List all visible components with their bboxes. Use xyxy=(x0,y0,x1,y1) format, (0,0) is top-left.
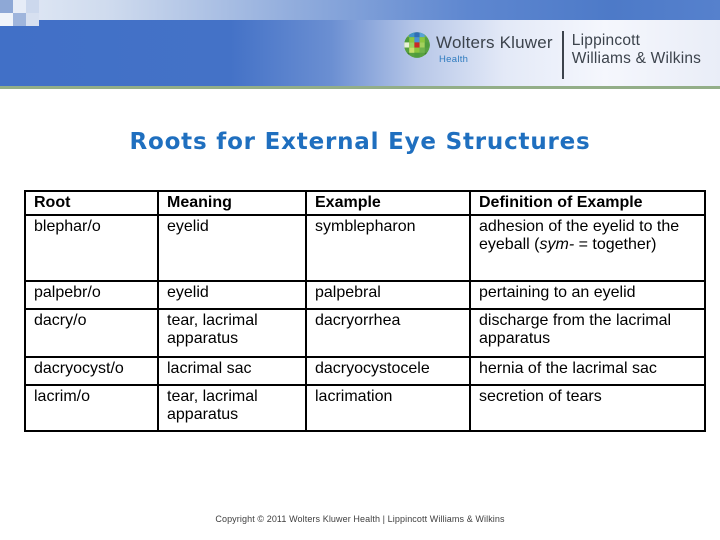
roots-table: Root Meaning Example Definition of Examp… xyxy=(24,190,706,432)
cell-example: dacryocystocele xyxy=(305,356,471,386)
table-row: dacry/o tear, lacrimal apparatus dacryor… xyxy=(24,308,706,358)
cell-example: palpebral xyxy=(305,280,471,310)
table-header-row: Root Meaning Example Definition of Examp… xyxy=(24,190,706,216)
imprint-line1: Lippincott xyxy=(571,32,641,49)
header-example: Example xyxy=(305,190,471,216)
header-root: Root xyxy=(24,190,159,216)
header-top-strip xyxy=(0,0,720,20)
table-row: dacryocyst/o lacrimal sac dacryocystocel… xyxy=(24,356,706,386)
table-row: blephar/o eyelid symblepharon adhesion o… xyxy=(24,214,706,282)
cell-example: dacryorrhea xyxy=(305,308,471,358)
cell-definition: secretion of tears xyxy=(469,384,706,432)
cell-definition: pertaining to an eyelid xyxy=(469,280,706,310)
header-definition: Definition of Example xyxy=(469,190,706,216)
header-meaning: Meaning xyxy=(157,190,307,216)
header-band xyxy=(0,20,720,86)
cell-meaning: lacrimal sac xyxy=(157,356,307,386)
cell-meaning: eyelid xyxy=(157,280,307,310)
table-row: lacrim/o tear, lacrimal apparatus lacrim… xyxy=(24,384,706,432)
cell-root: blephar/o xyxy=(24,214,159,282)
cell-example: symblepharon xyxy=(305,214,471,282)
cell-definition: hernia of the lacrimal sac xyxy=(469,356,706,386)
copyright-text: Copyright © 2011 Wolters Kluwer Health |… xyxy=(215,514,505,524)
wolters-kluwer-logo: Wolters Kluwer Health Lippincott William… xyxy=(404,30,701,82)
wolters-kluwer-globe-icon xyxy=(404,32,430,58)
imprint-name: Lippincott Williams & Wilkins xyxy=(572,32,701,67)
cell-meaning: tear, lacrimal apparatus xyxy=(157,384,307,432)
cell-example: lacrimation xyxy=(305,384,471,432)
cell-meaning: tear, lacrimal apparatus xyxy=(157,308,307,358)
cell-root: dacry/o xyxy=(24,308,159,358)
logo-divider xyxy=(561,31,564,79)
cell-definition: discharge from the lacrimal apparatus xyxy=(469,308,706,358)
green-divider-line xyxy=(0,86,720,89)
corner-checker-pattern xyxy=(0,0,39,26)
cell-root: palpebr/o xyxy=(24,280,159,310)
cell-meaning: eyelid xyxy=(157,214,307,282)
cell-root: lacrim/o xyxy=(24,384,159,432)
imprint-line2: Williams & Wilkins xyxy=(571,49,702,67)
slide-title: Roots for External Eye Structures xyxy=(129,129,591,155)
brand-name: Wolters Kluwer xyxy=(436,33,553,52)
division-name: Health xyxy=(439,54,469,65)
cell-root: dacryocyst/o xyxy=(24,356,159,386)
cell-definition: adhesion of the eyelid to the eyeball (s… xyxy=(469,214,706,282)
table-row: palpebr/o eyelid palpebral pertaining to… xyxy=(24,280,706,310)
